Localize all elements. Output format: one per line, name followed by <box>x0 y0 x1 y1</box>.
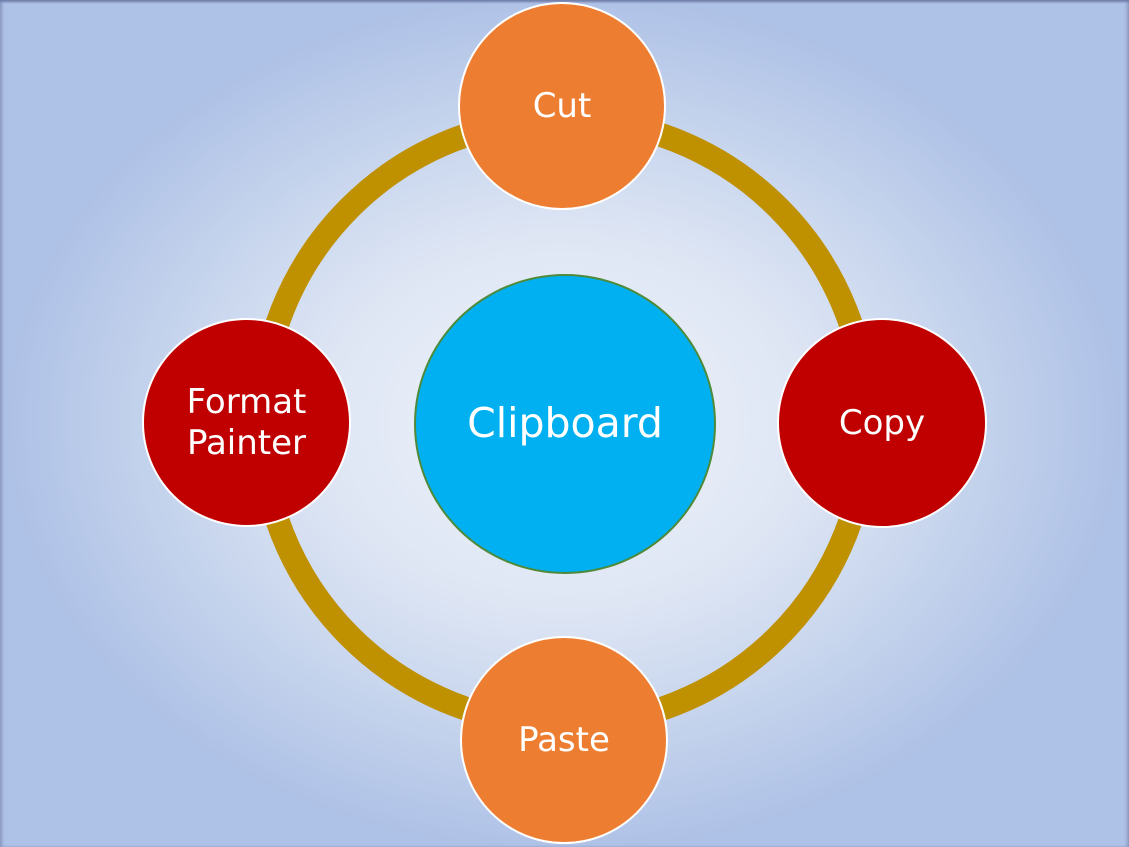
center-node-label: Clipboard <box>467 399 663 448</box>
node-paste: Paste <box>460 636 668 844</box>
node-format-painter-label: Format Painter <box>186 381 307 463</box>
node-copy-label: Copy <box>838 402 926 443</box>
node-copy: Copy <box>777 318 987 528</box>
node-format-painter: Format Painter <box>142 318 351 527</box>
node-cut: Cut <box>458 2 666 210</box>
center-node-clipboard: Clipboard <box>414 274 716 574</box>
node-cut-label: Cut <box>532 85 592 126</box>
node-paste-label: Paste <box>518 719 610 760</box>
